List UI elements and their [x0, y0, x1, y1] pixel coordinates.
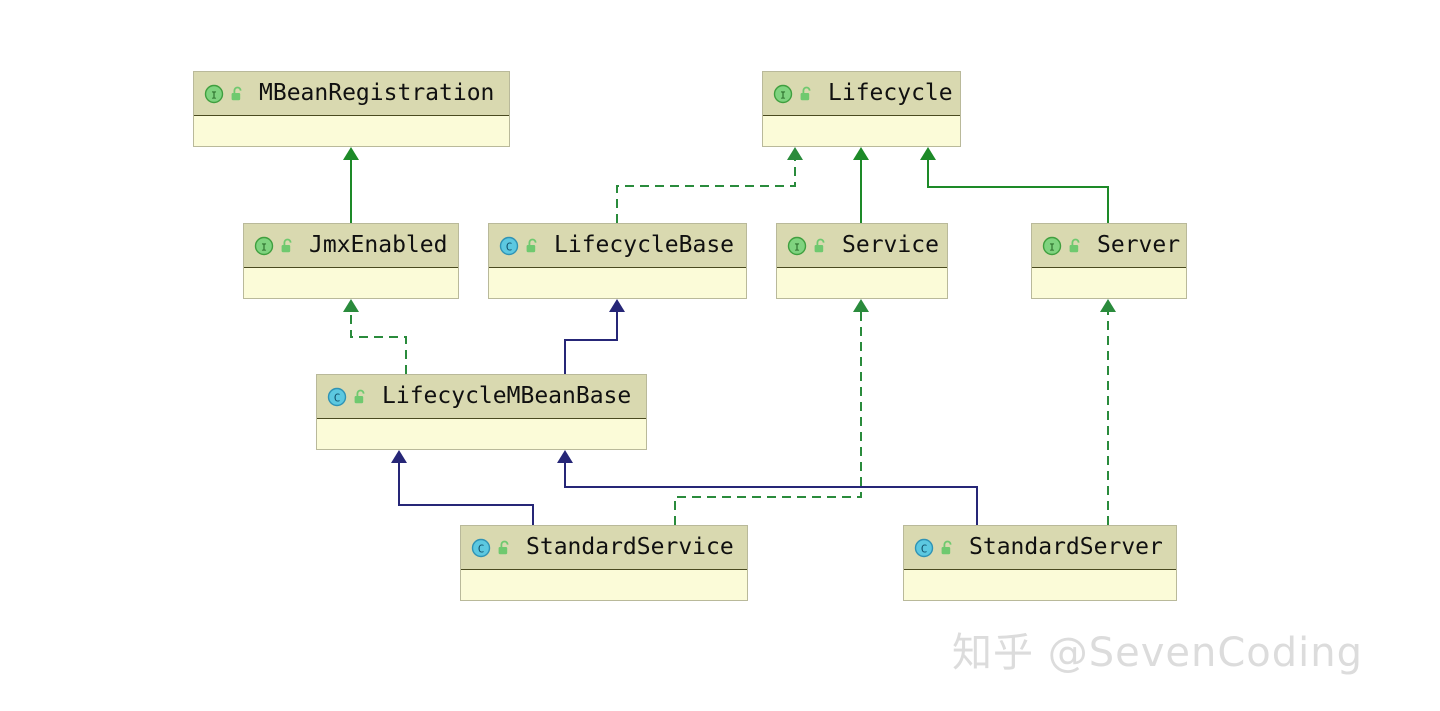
- uml-class-members-service: [777, 268, 947, 298]
- svg-text:C: C: [506, 240, 513, 253]
- class-circle-icon: C: [499, 236, 519, 256]
- uml-class-header-service: I Service: [777, 224, 947, 268]
- uml-class-header-jmxenabled: I JmxEnabled: [244, 224, 458, 268]
- uml-class-header-lifecyclembeanbase: C LifecycleMBeanBase: [317, 375, 646, 419]
- unlocked-padlock-icon: [940, 540, 955, 556]
- uml-class-members-lifecyclebase: [489, 268, 746, 298]
- class-circle-icon: C: [914, 538, 934, 558]
- svg-text:C: C: [921, 542, 928, 555]
- unlocked-padlock-icon: [813, 238, 828, 254]
- svg-text:I: I: [261, 242, 267, 253]
- interface-circle-icon: I: [773, 84, 793, 104]
- uml-class-box-mbeanregistration[interactable]: I MBeanRegistration: [193, 71, 510, 147]
- uml-class-box-standardserver[interactable]: C StandardServer: [903, 525, 1177, 601]
- edge-standardservice-implements-service: [674, 299, 869, 525]
- uml-class-members-standardserver: [904, 570, 1176, 600]
- uml-class-name: Service: [842, 232, 939, 258]
- uml-class-header-standardserver: C StandardServer: [904, 526, 1176, 570]
- uml-class-members-lifecycle: [763, 116, 960, 146]
- edge-jmxenabled-extends-mbeanregistration: [343, 147, 359, 223]
- edge-lifecyclebase-implements-lifecycle: [616, 147, 803, 223]
- uml-class-members-server: [1032, 268, 1186, 298]
- svg-text:I: I: [211, 90, 217, 101]
- uml-class-members-jmxenabled: [244, 268, 458, 298]
- unlocked-padlock-icon: [525, 238, 540, 254]
- uml-class-members-lifecyclembeanbase: [317, 419, 646, 449]
- arrowhead-implements: [1100, 299, 1116, 312]
- arrowhead-extends: [557, 450, 573, 463]
- edge-server-extends-lifecycle: [920, 147, 1109, 223]
- uml-class-box-lifecycle[interactable]: I Lifecycle: [762, 71, 961, 147]
- arrowhead-implements: [787, 147, 803, 160]
- class-circle-icon: C: [327, 387, 347, 407]
- unlocked-padlock-icon: [799, 86, 814, 102]
- uml-class-header-server: I Server: [1032, 224, 1186, 268]
- arrowhead-extends: [343, 147, 359, 160]
- edge-lifecyclembeanbase-implements-jmxenabled: [343, 299, 407, 374]
- svg-text:I: I: [780, 90, 786, 101]
- uml-class-box-service[interactable]: I Service: [776, 223, 948, 299]
- uml-class-header-lifecycle: I Lifecycle: [763, 72, 960, 116]
- uml-class-box-jmxenabled[interactable]: I JmxEnabled: [243, 223, 459, 299]
- edge-lifecyclembeanbase-extends-lifecyclebase: [564, 299, 625, 374]
- uml-class-name: Server: [1097, 232, 1181, 258]
- uml-class-header-standardservice: C StandardService: [461, 526, 747, 570]
- uml-class-box-lifecyclembeanbase[interactable]: C LifecycleMBeanBase: [316, 374, 647, 450]
- interface-circle-icon: I: [254, 236, 274, 256]
- arrowhead-extends: [853, 147, 869, 160]
- uml-class-name: StandardServer: [969, 534, 1163, 560]
- svg-text:I: I: [794, 242, 800, 253]
- unlocked-padlock-icon: [1068, 238, 1083, 254]
- unlocked-padlock-icon: [230, 86, 245, 102]
- unlocked-padlock-icon: [497, 540, 512, 556]
- uml-class-name: LifecycleMBeanBase: [382, 383, 632, 409]
- svg-text:C: C: [334, 391, 341, 404]
- interface-circle-icon: I: [1042, 236, 1062, 256]
- uml-class-name: MBeanRegistration: [259, 80, 495, 106]
- arrowhead-implements: [853, 299, 869, 312]
- edge-standardserver-extends-lifecyclembeanbase: [557, 450, 978, 525]
- edge-standardserver-implements-server: [1100, 299, 1116, 525]
- edge-service-extends-lifecycle: [853, 147, 869, 223]
- uml-class-header-mbeanregistration: I MBeanRegistration: [194, 72, 509, 116]
- svg-text:I: I: [1049, 242, 1055, 253]
- interface-circle-icon: I: [204, 84, 224, 104]
- uml-class-name: LifecycleBase: [554, 232, 735, 258]
- uml-class-members-mbeanregistration: [194, 116, 509, 146]
- uml-class-box-lifecyclebase[interactable]: C LifecycleBase: [488, 223, 747, 299]
- svg-text:C: C: [478, 542, 485, 555]
- uml-class-header-lifecyclebase: C LifecycleBase: [489, 224, 746, 268]
- class-circle-icon: C: [471, 538, 491, 558]
- uml-class-name: StandardService: [526, 534, 734, 560]
- uml-class-name: JmxEnabled: [309, 232, 448, 258]
- arrowhead-extends: [609, 299, 625, 312]
- interface-circle-icon: I: [787, 236, 807, 256]
- uml-class-box-standardservice[interactable]: C StandardService: [460, 525, 748, 601]
- unlocked-padlock-icon: [353, 389, 368, 405]
- uml-class-members-standardservice: [461, 570, 747, 600]
- arrowhead-extends: [920, 147, 936, 160]
- arrowhead-extends: [391, 450, 407, 463]
- edge-standardservice-extends-lifecyclembeanbase: [391, 450, 534, 525]
- uml-class-name: Lifecycle: [828, 80, 953, 106]
- unlocked-padlock-icon: [280, 238, 295, 254]
- arrowhead-implements: [343, 299, 359, 312]
- watermark: 知乎 @SevenCoding: [952, 630, 1363, 676]
- uml-class-box-server[interactable]: I Server: [1031, 223, 1187, 299]
